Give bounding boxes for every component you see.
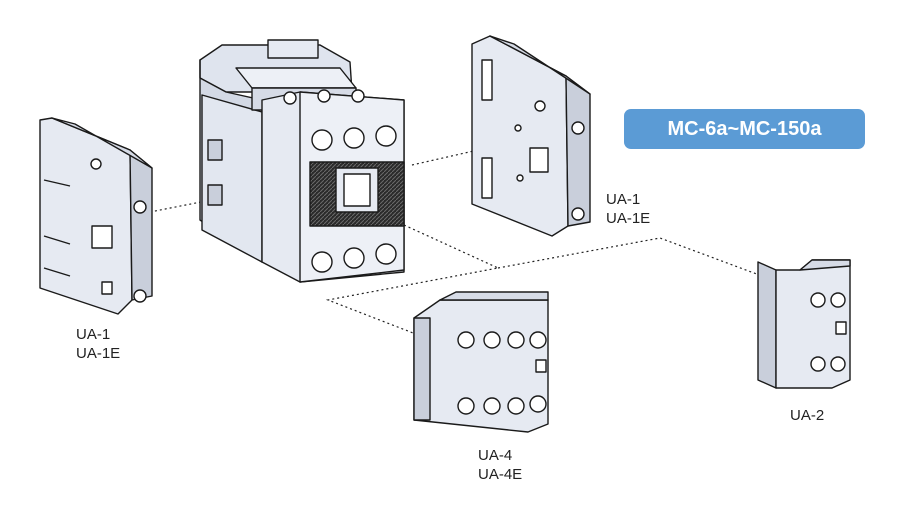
- front-aux-ua2-block: [757, 259, 851, 389]
- ua2-label: UA-2: [790, 406, 824, 425]
- front-aux-ua4-block: [413, 291, 549, 433]
- left-aux-contact-block: [39, 117, 153, 315]
- ua4-label: UA-4 UA-4E: [478, 446, 522, 484]
- main-contactor: [199, 39, 405, 283]
- ua4-label-line-2: UA-4E: [478, 466, 523, 483]
- right-aux-label-line-1: UA-1: [606, 191, 641, 208]
- left-aux-label: UA-1 UA-1E: [76, 325, 120, 363]
- connector-right-aux: [411, 149, 479, 166]
- connector-front-modules: [325, 224, 500, 339]
- model-range-badge: MC-6a~MC-150a: [624, 109, 865, 149]
- right-aux-label-line-2: UA-1E: [606, 210, 651, 227]
- ua2-label-line-1: UA-2: [790, 407, 825, 424]
- ua4-label-line-1: UA-4: [478, 447, 513, 464]
- left-aux-label-line-1: UA-1: [76, 326, 111, 343]
- left-aux-label-line-2: UA-1E: [76, 345, 121, 362]
- right-aux-contact-block: [471, 35, 591, 237]
- connector-ua2: [497, 237, 763, 277]
- right-aux-label: UA-1 UA-1E: [606, 190, 650, 228]
